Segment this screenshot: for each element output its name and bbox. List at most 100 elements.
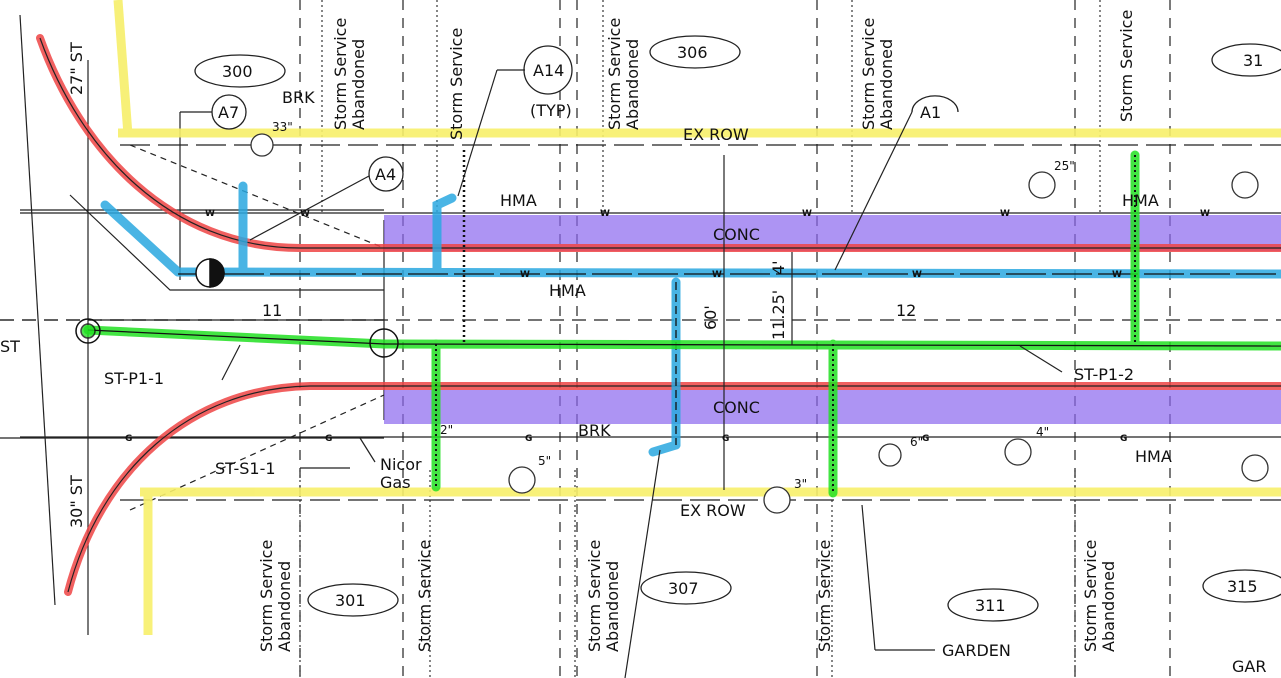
tree-size-labels: 33" 25" 2" 5" 6" 4" 3" [272, 120, 1075, 491]
svg-text:Storm Service: Storm Service [585, 540, 604, 652]
address-labels: 300 306 31 301 307 311 315 [222, 43, 1263, 615]
left-street [0, 14, 385, 635]
lot-12: 12 [896, 301, 916, 320]
tree-size-33: 33" [272, 120, 293, 134]
tree-size-25: 25" [1054, 159, 1075, 173]
dim-60: 60' [701, 305, 720, 330]
svg-text:Storm Service: Storm Service [1117, 10, 1136, 122]
svg-text:W: W [1112, 270, 1122, 280]
dimension-lines [723, 155, 793, 490]
svg-text:Storm Service: Storm Service [859, 18, 878, 130]
address-306: 306 [677, 43, 708, 62]
svg-text:G: G [722, 434, 729, 444]
tree-size-6: 6" [910, 435, 923, 449]
svg-text:G: G [525, 434, 532, 444]
water-main-ink [178, 273, 1281, 445]
callout-a7: A7 [218, 103, 239, 122]
brk-label-north: BRK [282, 88, 315, 107]
typ-label: (TYP) [530, 101, 572, 120]
hma-north: HMA [500, 191, 537, 210]
address-300: 300 [222, 62, 253, 81]
street-30-label: 30" ST [67, 475, 86, 528]
hma-middle: HMA [549, 281, 586, 300]
address-311: 311 [975, 596, 1006, 615]
svg-text:Storm Service: Storm Service [447, 28, 466, 140]
svg-text:Storm Service: Storm Service [815, 540, 834, 652]
st-s1-1-label: ST-S1-1 [215, 459, 276, 478]
callout-a14: A14 [533, 61, 564, 80]
svg-text:W: W [520, 270, 530, 280]
svg-text:Storm Service: Storm Service [605, 18, 624, 130]
gas-label: Gas [380, 473, 411, 492]
tree-icon [250, 133, 274, 157]
manholes [75, 258, 399, 358]
tree-size-4: 4" [1036, 425, 1049, 439]
dotted-service-lines [299, 0, 1101, 678]
st-left-label: ST [0, 337, 20, 356]
storm-service-labels-north: Storm Service Abandoned Storm Service St… [331, 10, 1136, 140]
svg-text:W: W [1200, 209, 1210, 219]
garden-label-partial: GAR [1232, 657, 1266, 676]
manhole-structure-icon [369, 328, 399, 358]
svg-text:Storm Service: Storm Service [331, 18, 350, 130]
callout-bubbles [211, 45, 959, 192]
utility-markers: W W W W W W W W W W G G G G G G [125, 209, 1210, 444]
address-301: 301 [335, 591, 366, 610]
conc-north: CONC [713, 225, 760, 244]
svg-text:Abandoned: Abandoned [349, 39, 368, 130]
lot-11: 11 [262, 301, 282, 320]
address-307: 307 [668, 579, 699, 598]
storm-main-ink [87, 150, 1281, 493]
svg-text:G: G [125, 434, 132, 444]
svg-text:G: G [922, 434, 929, 444]
tree-icon [763, 486, 791, 514]
garden-label: GARDEN [942, 641, 1011, 660]
hma-north-right: HMA [1122, 191, 1159, 210]
ex-row-north: EX ROW [683, 125, 749, 144]
curb-lines-ink [39, 37, 1281, 593]
nicor-label: Nicor [380, 455, 422, 474]
dim-4: 4' [769, 260, 788, 275]
svg-text:Abandoned: Abandoned [603, 561, 622, 652]
st-p1-2-label: ST-P1-2 [1074, 365, 1134, 384]
callout-a1: A1 [920, 103, 941, 122]
svg-text:Abandoned: Abandoned [623, 39, 642, 130]
svg-text:G: G [325, 434, 332, 444]
road-lines [0, 144, 1281, 501]
svg-text:W: W [912, 270, 922, 280]
ex-row-south: EX ROW [680, 501, 746, 520]
st-p1-1-label: ST-P1-1 [104, 369, 164, 388]
svg-text:W: W [300, 209, 310, 219]
hma-south: HMA [1135, 447, 1172, 466]
svg-text:W: W [712, 270, 722, 280]
tree-icon [1231, 171, 1259, 199]
trees [250, 133, 1269, 514]
manhole-left-icon [75, 318, 101, 344]
tree-icon [508, 466, 536, 494]
brk-label-south: BRK [578, 421, 611, 440]
svg-text:Abandoned: Abandoned [275, 561, 294, 652]
street-27-label: 27" ST [67, 42, 86, 95]
tree-icon [878, 443, 902, 467]
svg-text:W: W [600, 209, 610, 219]
svg-text:Storm Service: Storm Service [415, 540, 434, 652]
dim-11-25: 11.25' [769, 290, 788, 340]
svg-text:W: W [205, 209, 215, 219]
tree-icon [1028, 171, 1056, 199]
address-ovals [194, 35, 1281, 622]
address-315: 315 [1227, 577, 1258, 596]
svg-text:Storm Service: Storm Service [257, 540, 276, 652]
svg-text:W: W [1000, 209, 1010, 219]
street-name-labels: 27" ST 30" ST [67, 42, 86, 528]
dimension-labels: 60' 11.25' 4' [701, 260, 788, 340]
svg-text:Abandoned: Abandoned [877, 39, 896, 130]
tree-size-3: 3" [794, 477, 807, 491]
svg-text:G: G [1120, 434, 1127, 444]
plan-labels: (TYP) BRK EX ROW HMA HMA CONC HMA 11 12 … [0, 88, 1266, 676]
storm-main [83, 150, 1281, 498]
callout-labels: A7 A4 A14 A1 [218, 61, 941, 184]
svg-text:Abandoned: Abandoned [1099, 561, 1118, 652]
tree-size-5: 5" [538, 454, 551, 468]
tree-icon [1004, 438, 1032, 466]
